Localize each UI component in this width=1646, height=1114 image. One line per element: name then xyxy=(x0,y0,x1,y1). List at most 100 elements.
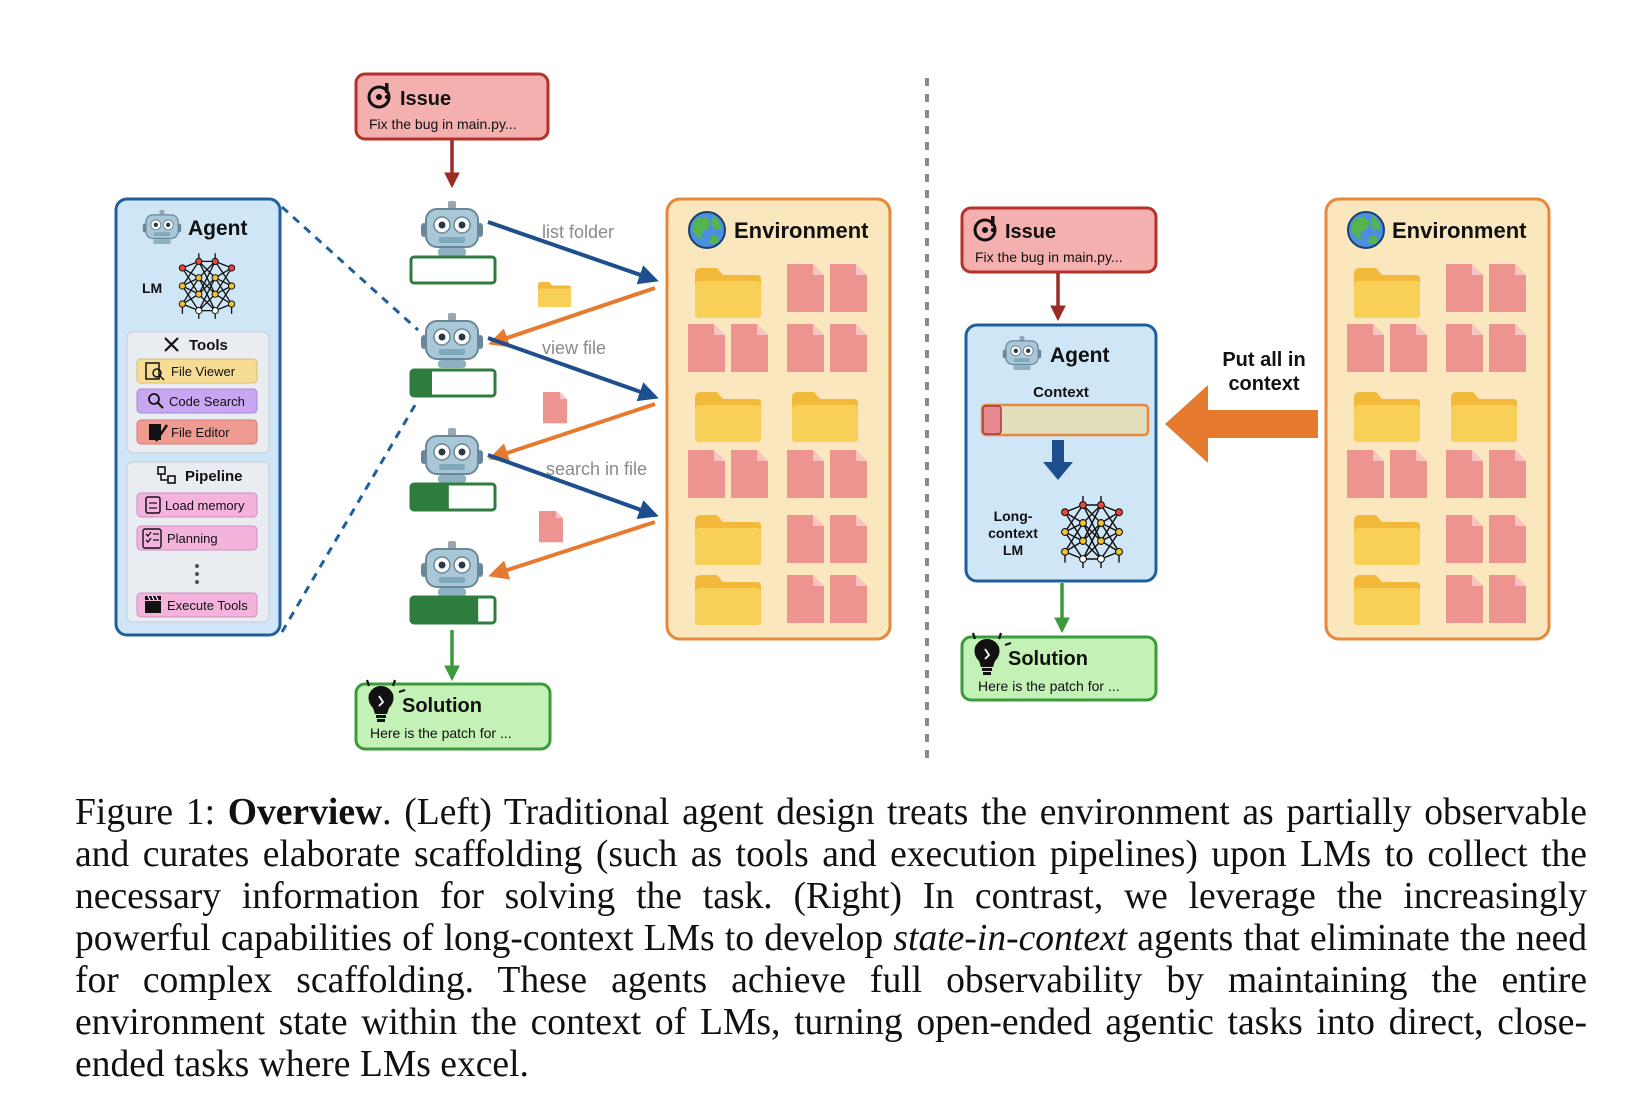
progress-fill xyxy=(411,484,449,510)
caption-bold: Overview xyxy=(227,792,383,833)
left-agent-title: Agent xyxy=(188,217,248,240)
right-solution-title: Solution xyxy=(1008,648,1088,670)
tool-label: Code Search xyxy=(169,394,245,409)
robot-icon xyxy=(420,200,484,257)
folder-icon xyxy=(1354,575,1420,625)
tools-icon xyxy=(164,337,179,352)
right-environment-title: Environment xyxy=(1392,218,1527,243)
file-icon xyxy=(543,392,568,424)
robot-icon xyxy=(420,312,484,369)
folder-icon xyxy=(1451,392,1517,442)
caption-part2: agents that eliminate the need for compl… xyxy=(75,918,1587,1085)
file-icon xyxy=(1390,450,1427,498)
right-agent-box: Agent Context Long- context LM xyxy=(964,323,1158,583)
folder-icon xyxy=(1354,268,1420,318)
agent-step-2 xyxy=(409,312,497,398)
agent-step-1 xyxy=(409,200,497,285)
caption-italic: state-in-context xyxy=(893,918,1128,959)
left-solution-title: Solution xyxy=(402,695,482,717)
left-solution-text: Here is the patch for ... xyxy=(370,725,512,741)
tool-label: File Viewer xyxy=(171,364,236,379)
put-in-context-label-line-2: context xyxy=(1228,373,1299,395)
file-icon xyxy=(1446,324,1483,372)
overview-figure: Issue Fix the bug in main.py... Agent LM… xyxy=(114,72,1551,760)
file-icon xyxy=(1347,324,1384,372)
file-icon xyxy=(688,324,725,372)
file-icon xyxy=(1489,324,1526,372)
file-icon xyxy=(1446,450,1483,498)
action-arrow-search-in-file xyxy=(487,453,659,520)
file-icon xyxy=(1489,450,1526,498)
file-icon xyxy=(1489,264,1526,312)
folder-icon xyxy=(538,282,571,307)
left-environment-box: Environment xyxy=(665,197,892,641)
file-icon xyxy=(787,515,824,563)
folder-icon xyxy=(695,575,761,625)
folder-icon xyxy=(695,268,761,318)
tools-panel: Tools File Viewer Code Search xyxy=(126,331,270,454)
tool-label: File Editor xyxy=(171,425,230,440)
file-icon xyxy=(539,511,564,543)
progress-bar xyxy=(409,255,497,285)
lm-label: LM xyxy=(142,280,162,296)
pipeline-heading: Pipeline xyxy=(185,468,243,485)
left-solution-box: Solution Here is the patch for ... xyxy=(354,678,552,751)
lm-label-line-3: LM xyxy=(1003,542,1023,558)
put-in-context-arrow xyxy=(1165,385,1318,463)
action-label-search-in-file: search in file xyxy=(546,459,647,479)
caption-prefix: Figure 1: xyxy=(75,792,228,833)
robot-icon xyxy=(420,540,484,597)
right-issue-box: Issue Fix the bug in main.py... xyxy=(960,206,1158,274)
right-agent-title: Agent xyxy=(1050,344,1110,367)
tool-code-search: Code Search xyxy=(136,388,258,414)
observation-arrow-1 xyxy=(488,286,656,348)
agent-step-3 xyxy=(409,427,497,512)
figure-caption: Figure 1: Overview. (Left) Traditional a… xyxy=(75,792,1587,1086)
pipeline-panel: Pipeline Load memory Planning xyxy=(126,461,270,623)
right-issue-text: Fix the bug in main.py... xyxy=(975,249,1123,265)
file-icon xyxy=(731,324,768,372)
left-environment-title: Environment xyxy=(734,218,869,243)
file-icon xyxy=(1446,575,1483,623)
file-icon xyxy=(830,264,867,312)
zoom-line-top xyxy=(280,205,420,332)
lm-label-line-1: Long- xyxy=(994,508,1033,524)
folder-icon xyxy=(695,392,761,442)
folder-icon xyxy=(1354,515,1420,565)
pipeline-label: Load memory xyxy=(165,498,245,513)
action-label-view-file: view file xyxy=(542,338,606,358)
context-issue-segment xyxy=(982,405,1002,435)
pencil-doc-icon xyxy=(149,424,169,442)
zoom-line-bottom xyxy=(280,399,420,633)
pipeline-label: Planning xyxy=(167,531,218,546)
file-viewer-icon xyxy=(145,362,165,381)
progress-fill xyxy=(411,597,479,623)
pipeline-icon xyxy=(157,466,176,484)
file-icon xyxy=(1489,515,1526,563)
lm-label-line-2: context xyxy=(988,525,1038,541)
right-solution-box: Solution Here is the patch for ... xyxy=(960,631,1158,702)
tool-file-viewer: File Viewer xyxy=(136,358,258,384)
file-icon xyxy=(787,450,824,498)
left-issue-title: Issue xyxy=(400,88,451,110)
right-solution-text: Here is the patch for ... xyxy=(978,678,1120,694)
file-icon xyxy=(1446,264,1483,312)
file-icon xyxy=(1446,515,1483,563)
folder-icon xyxy=(1354,392,1420,442)
action-arrow-list-folder xyxy=(487,220,659,285)
file-icon xyxy=(1489,575,1526,623)
pipeline-label: Execute Tools xyxy=(167,598,248,613)
checklist-icon xyxy=(142,528,162,549)
file-icon xyxy=(830,575,867,623)
file-icon xyxy=(688,450,725,498)
right-environment-box: Environment xyxy=(1324,197,1551,641)
caption-part1: . (Left) Traditional agent design treats… xyxy=(75,792,1587,959)
ellipsis-icon xyxy=(195,564,199,584)
file-icon xyxy=(1347,450,1384,498)
file-icon xyxy=(731,450,768,498)
observation-arrow-2 xyxy=(488,402,656,463)
folder-icon xyxy=(792,392,858,442)
file-icon xyxy=(787,575,824,623)
pipeline-planning: Planning xyxy=(136,525,258,551)
memory-icon xyxy=(145,496,161,514)
